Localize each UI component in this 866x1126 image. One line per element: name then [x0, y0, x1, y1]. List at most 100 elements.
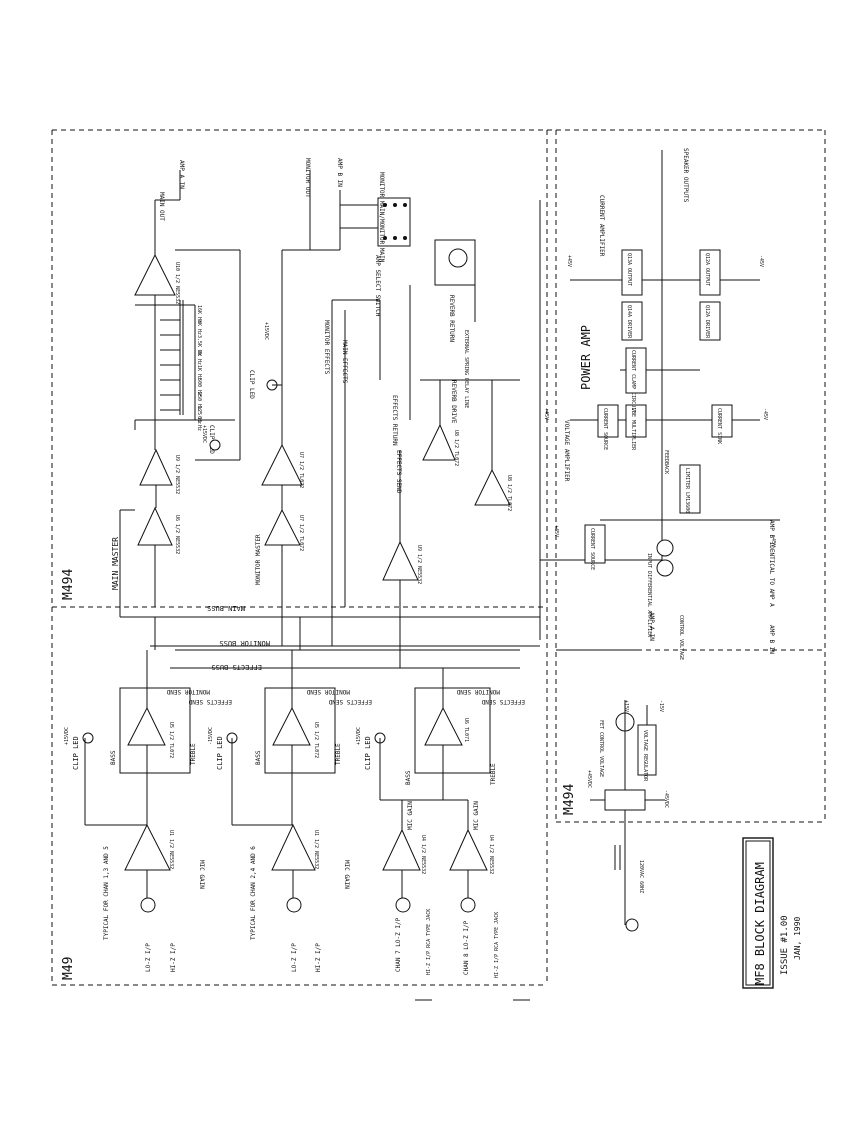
monitor-main-label: MONITOR MAIN/MONITOR MAIN — [378, 172, 385, 263]
q14a-box — [621, 301, 643, 341]
ch7-hiz-label: HI-Z I/P RCA TYPE JACK — [426, 909, 432, 975]
q12a-driver-box — [699, 301, 721, 341]
p45c-label: +45V — [553, 525, 559, 537]
monitor-master-label: MONITOR MASTER — [255, 534, 262, 585]
ext-spring-label: EXTERNAL SPRING DELAY LINE — [463, 330, 469, 408]
ch2-pre-label: U1 1/2 NE5532 — [313, 830, 319, 869]
ch8-loz-label: CHAN 8 LO-Z I/P — [463, 920, 470, 975]
q14a-label: Q14A DRIVER — [626, 305, 632, 339]
feedback-label: FEEDBACK — [663, 450, 669, 474]
power-amp-section — [539, 150, 780, 651]
vbe-label: VBE MULTIPLIER — [630, 408, 636, 451]
u9-label: U9 1/2 NE5532 — [174, 455, 180, 494]
source-left-box — [584, 524, 606, 564]
ch7-loz-label: CHAN 7 LO-Z I/P — [395, 917, 402, 972]
title-text: MF8 BLOCK DIAGRAM — [753, 862, 767, 985]
eq-band-6: 250 Hz — [196, 392, 202, 410]
clip-led-main-label: CLIP LED — [208, 425, 215, 454]
ch2-hiz-label: HI-Z I/P — [315, 943, 322, 972]
m45b-label: -45V — [762, 408, 768, 420]
monitor-out-label: MONITOR OUT — [304, 158, 311, 198]
m45vdc-label: -45VDC — [663, 790, 669, 808]
u10-label: U10 1/2 NE5532 — [174, 262, 180, 304]
amp-b-in-power-label: AMP B IN — [768, 625, 775, 654]
ch1-treble-label: TREBLE — [190, 743, 197, 765]
monitor-effects-label: MONITOR EFFECTS — [323, 320, 330, 375]
psu-section — [590, 700, 665, 932]
amp-a-in-power-label: AMP A IN — [648, 612, 655, 641]
ch1-effects-send-label: EFFECTS SEND — [188, 698, 232, 705]
ch2-eq-label: U5 1/2 TL072 — [313, 722, 319, 758]
sink-label: CURRENT SINK — [716, 408, 722, 444]
diff-amp-label: INPUT DIFFERENTIAL AMPLIFIER — [646, 553, 652, 638]
ch1-eq-label: U5 1/2 TL072 — [168, 722, 174, 758]
fet-label: FET CONTROL VOLTAGE — [598, 720, 604, 777]
limiter-box — [679, 464, 701, 514]
diff-transistor-1-icon — [656, 539, 674, 557]
channel-strip-2 — [226, 617, 336, 913]
reverb-transistor-icon — [448, 248, 468, 268]
issue-text: ISSUE #1.00 — [780, 915, 790, 975]
master-monitor-out — [261, 170, 341, 646]
main-buss-label: MAIN BUSS — [207, 604, 245, 612]
ch2-typical-label: TYPICAL FOR CHAN 2,4 AND 6 — [250, 846, 257, 940]
u7a-label: U7 1/2 TL072 — [298, 452, 304, 488]
bus-wires — [120, 616, 540, 669]
ch1-hiz-label: HI-Z I/P — [170, 943, 177, 972]
u8a-label: U8 1/2 TL072 — [453, 430, 459, 466]
main-master-label: MAIN MASTER — [111, 537, 120, 590]
source-top-box — [597, 404, 619, 438]
ch78-clip-label: CLIP LED — [364, 736, 372, 770]
graphic-eq-ladder — [160, 300, 184, 415]
voltage-amp-label: VOLTAGE AMPLIFIER — [563, 420, 570, 482]
reverb-drive-label: REVERB DRIVE — [450, 380, 457, 424]
eq-band-0: 16K Hz — [196, 305, 202, 323]
ch78-eq-label: U6 TL071 — [463, 718, 469, 742]
m45c-label: -45V — [770, 535, 776, 547]
regulator-label: VOLTAGE REGULATOR — [642, 730, 648, 782]
clamp-label: CURRENT CLAMP CIRCUIT — [630, 350, 636, 413]
main-effects-label: MAIN EFFECTS — [341, 340, 348, 384]
q12a-output-label: Q12A OUTPUT — [704, 253, 710, 286]
u8b-label: U8 1/2 TL072 — [506, 475, 512, 511]
p45b-label: +45V — [543, 408, 549, 420]
mains-plug-icon — [625, 918, 639, 932]
speaker-outputs-label: SPEAKER OUTPUTS — [682, 148, 689, 203]
u6-label: U6 1/2 NE5532 — [174, 515, 180, 554]
identical-label: AMP B IDENTICAL TO AMP A — [768, 520, 775, 607]
eq-band-5: 500 Hz — [196, 378, 202, 396]
ch2-clip-label: CLIP LED — [216, 736, 224, 770]
source-top-label: CURRENT SOURCE — [602, 408, 608, 450]
effects-send-label: EFFECTS SEND — [395, 450, 402, 494]
eq-band-3: 2K Hz — [196, 350, 202, 365]
ch78-effects-send-label: EFFECTS SEND — [481, 698, 525, 705]
p45-label: +45V — [566, 255, 572, 267]
date-text: JAN, 1990 — [793, 916, 802, 960]
main-out-label: MAIN OUT — [158, 192, 165, 221]
source-left-label: CURRENT SOURCE — [589, 528, 595, 570]
section-boundaries — [51, 129, 826, 986]
section-label-bottom: M49 — [61, 957, 76, 980]
limiter-label: LIMITER LM13600 — [684, 468, 690, 513]
p15-label: +15V — [623, 700, 629, 712]
u7b-label: U7 1/2 TL072 — [298, 515, 304, 551]
master-main-out: 16K Hz 8K Hz 3.5K Hz 2K Hz 1K Hz 500 Hz … — [119, 170, 241, 617]
reverb-return-label: REVERB RETURN — [448, 295, 455, 342]
amp-a-in-label: AMP A IN — [178, 160, 185, 189]
q12a-output-box — [699, 249, 721, 296]
ch2-monitor-send-label: MONITOR SEND — [306, 688, 350, 695]
ch8-mic-gain-label: MIC GAIN — [473, 801, 480, 830]
ch1-bass-label: BASS — [110, 750, 117, 765]
title-block — [742, 837, 774, 989]
ch78-rail-label: +15VDC — [356, 727, 362, 745]
ch2-loz-label: LO-Z I/P — [291, 943, 298, 972]
ch78-treble-label: TREBLE — [490, 763, 497, 785]
ch1-rail-label: +15VDC — [64, 727, 70, 745]
amp-select-label: AMP SELECT SWITCH — [374, 255, 381, 317]
ch7-mic-gain-label: MIC GAIN — [407, 801, 414, 830]
ch78-monitor-send-label: MONITOR SEND — [456, 688, 500, 695]
q12a-driver-label: Q12A DRIVER — [704, 305, 710, 339]
vbe-box — [625, 404, 647, 438]
